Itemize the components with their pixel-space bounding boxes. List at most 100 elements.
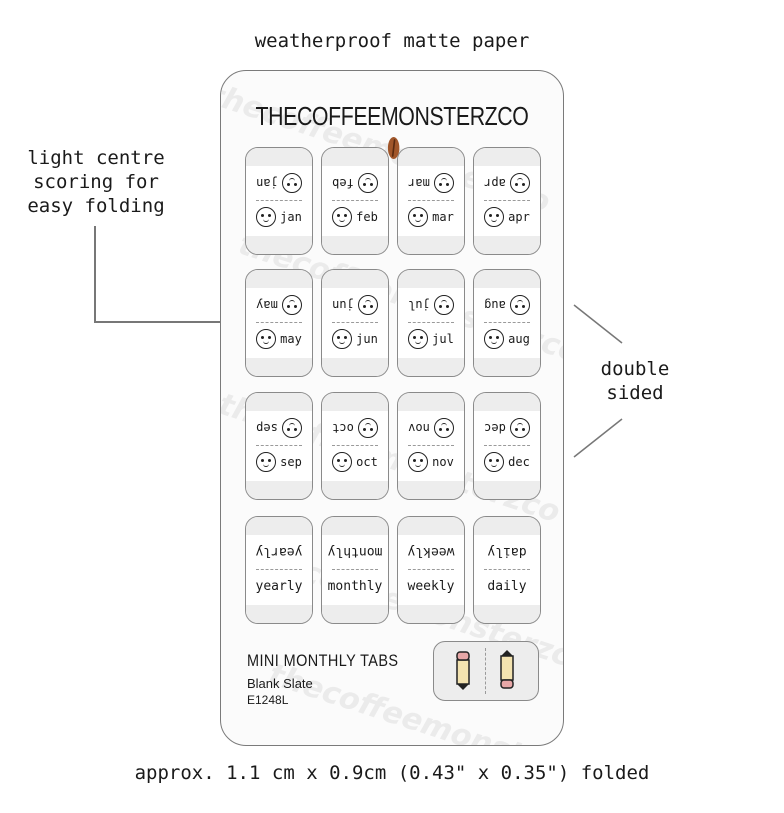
tab-label: apr [508,210,530,224]
tab-label: jul [408,298,430,312]
tab-back-label: yearly [246,537,312,567]
tab-may: may may [245,269,313,377]
coffee-bean-icon [387,137,400,159]
face-icon [433,295,454,315]
tab-label: jun [332,298,354,312]
tab-front-label: may [246,324,312,354]
note-light-centre-scoring: light centre scoring for easy folding [8,146,184,218]
tab-label: may [256,298,278,312]
tab-label: mar [408,176,430,190]
tab-back-label: may [246,290,312,320]
bottom-label: approx. 1.1 cm x 0.9cm (0.43" x 0.35") f… [134,762,650,784]
face-icon [484,329,505,349]
face-icon [281,295,302,315]
tab-back-label: jan [246,168,312,198]
double-sided-pointer [573,304,623,458]
note-line: easy folding [27,195,165,217]
tab-label: jan [256,176,278,190]
fold-line [332,569,378,570]
tab-label: aug [484,298,506,312]
tab-label: yearly [255,578,303,594]
face-icon [484,452,505,472]
face-icon [332,452,353,472]
face-icon [484,207,505,227]
product-subtitle: Blank Slate [247,676,313,691]
fold-line [256,569,302,570]
tab-apr: apr apr [473,147,541,255]
tab-label: jun [356,332,378,346]
tab-label: dec [484,421,506,435]
tab-nov: nov nov [397,392,465,500]
tab-front-label: daily [474,571,540,601]
tab-weekly: weekly weekly [397,516,465,624]
face-icon [256,452,277,472]
tab-label: aug [508,332,530,346]
tab-label: nov [432,455,454,469]
fold-line [484,200,530,201]
face-icon [357,418,378,438]
product-title: MINI MONTHLY TABS [247,651,399,670]
face-icon [509,173,530,193]
tab-back-label: sep [246,413,312,443]
face-icon [408,329,429,349]
tab-front-label: jun [322,324,388,354]
face-icon [433,173,454,193]
tab-label: dec [508,455,530,469]
tab-label: weekly [407,578,455,594]
face-icon [509,295,530,315]
face-icon [357,173,378,193]
tab-oct: oct oct [321,392,389,500]
brand-name: THECOFFEEMONSTERZCO [255,101,529,131]
fold-line [332,200,378,201]
fold-line [256,322,302,323]
tab-label: apr [484,176,506,190]
product-code: E1248L [247,693,289,707]
tab-jun: jun jun [321,269,389,377]
tab-back-label: weekly [398,537,464,567]
face-icon [408,452,429,472]
tab-front-label: apr [474,202,540,232]
tab-back-label: nov [398,413,464,443]
fold-line [408,445,454,446]
tab-label: daily [487,578,527,594]
tab-label: jul [432,332,454,346]
tab-back-label: oct [322,413,388,443]
face-icon [332,207,353,227]
top-label: weatherproof matte paper [254,30,530,52]
fold-line [484,569,530,570]
tab-label: feb [356,210,378,224]
face-icon [408,207,429,227]
tab-label: oct [356,455,378,469]
tab-daily: daily daily [473,516,541,624]
face-icon [256,329,277,349]
tab-back-label: monthly [322,537,388,567]
tab-label: may [280,332,302,346]
tab-jul: jul jul [397,269,465,377]
tab-mar: mar mar [397,147,465,255]
tab-label: jan [280,210,302,224]
pointer-line [94,226,96,322]
tab-front-label: mar [398,202,464,232]
tab-label: mar [432,210,454,224]
tab-back-label: jun [322,290,388,320]
face-icon [433,418,454,438]
tab-dec: dec dec [473,392,541,500]
face-icon [332,329,353,349]
fold-line [408,569,454,570]
tab-label: yearly [255,544,303,560]
brand-logo: THECOFFEEMONSTERZCO [252,101,532,163]
tab-label: nov [408,421,430,435]
pencil-icon [456,651,470,690]
tab-label: weekly [407,544,455,560]
note-line: scoring for [33,171,159,193]
tab-label: daily [487,544,527,560]
fold-line [332,445,378,446]
tab-front-label: oct [322,447,388,477]
fold-line [332,322,378,323]
tab-label: oct [332,421,354,435]
pointer-line [94,321,234,323]
tab-label: monthly [327,544,383,560]
note-line: light centre [27,147,165,169]
